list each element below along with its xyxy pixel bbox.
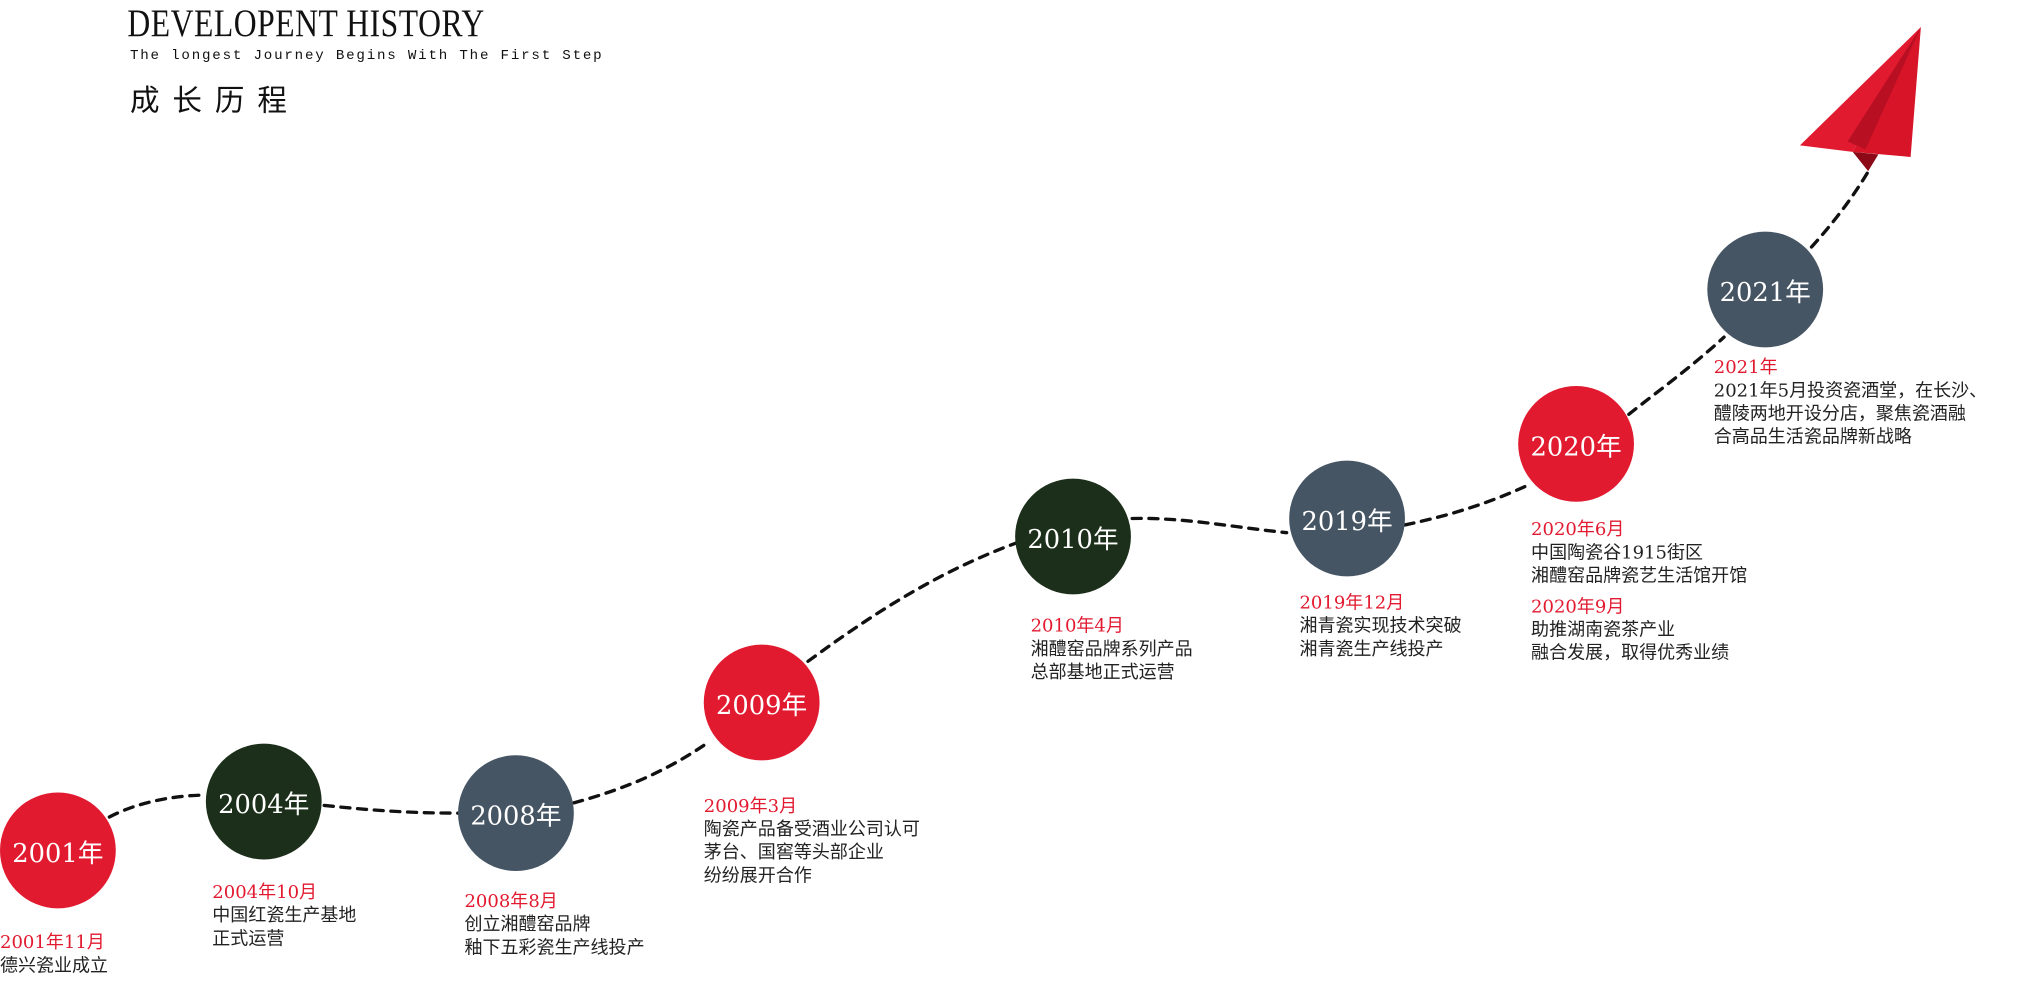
milestone-node-2001: 2001年 bbox=[0, 792, 116, 909]
node-year-label: 2008年 bbox=[470, 799, 562, 831]
plane-fold bbox=[1847, 27, 1921, 150]
entry-line: 2021年5月投资瓷酒堂，在长沙、 bbox=[1713, 380, 1988, 402]
entry-line: 湘醴窑品牌系列产品 bbox=[1030, 639, 1193, 661]
entry-line: 德兴瓷业成立 bbox=[0, 955, 109, 977]
entry-date: 2004年10月 bbox=[212, 882, 318, 904]
entry-line: 中国陶瓷谷1915街区 bbox=[1531, 542, 1703, 564]
entry-date: 2010年4月 bbox=[1030, 616, 1124, 637]
milestone-entry-2010: 2010年4月 湘醴窑品牌系列产品 总部基地正式运营 bbox=[1031, 615, 1193, 684]
entry-date: 2020年9月 bbox=[1531, 596, 1625, 618]
entry-line: 茅台、国窖等头部企业 bbox=[703, 842, 884, 864]
entry-line: 总部基地正式运营 bbox=[1030, 662, 1175, 684]
node-year-label: 2004年 bbox=[218, 788, 310, 819]
entry-date: 2008年8月 bbox=[464, 891, 558, 913]
milestone-node-2004: 2004年 bbox=[205, 743, 322, 860]
entry-line: 湘青瓷实现技术突破 bbox=[1299, 616, 1462, 637]
entry-line: 融合发展，取得优秀业绩 bbox=[1531, 643, 1730, 664]
node-year-label: 2001年 bbox=[12, 836, 104, 868]
entry-date: 2009年3月 bbox=[703, 796, 798, 817]
milestone-entry-2004: 2004年10月 中国红瓷生产基地 正式运营 bbox=[212, 881, 356, 950]
entry-line: 醴陵两地开设分店，聚焦瓷酒融 bbox=[1713, 403, 1966, 425]
milestone-entry-2001: 2001年11月 德兴瓷业成立 bbox=[0, 931, 108, 977]
plane-tail bbox=[1852, 151, 1879, 172]
plane-wing-left bbox=[1799, 27, 1921, 152]
entry-date: 2019年12月 bbox=[1299, 593, 1405, 614]
entry-line: 陶瓷产品备受酒业公司认可 bbox=[703, 819, 920, 841]
milestone-node-2020: 2020年 bbox=[1518, 385, 1634, 502]
title-english: DEVELOPENT HISTORY bbox=[127, 2, 485, 46]
milestone-node-2019: 2019年 bbox=[1289, 460, 1405, 577]
subtitle-english: The longest Journey Begins With The Firs… bbox=[129, 48, 604, 65]
node-year-label: 2010年 bbox=[1027, 523, 1119, 554]
milestone-entry-2009: 2009年3月 陶瓷产品备受酒业公司认可 茅台、国窖等头部企业 纷纷展开合作 bbox=[704, 795, 920, 888]
entry-line: 中国红瓷生产基地 bbox=[212, 905, 357, 927]
entry-line: 釉下五彩瓷生产线投产 bbox=[464, 937, 645, 959]
node-year-label: 2019年 bbox=[1301, 504, 1393, 536]
milestone-node-2021: 2021年 bbox=[1707, 231, 1824, 348]
entry-line: 合高品生活瓷品牌新战略 bbox=[1713, 427, 1912, 448]
entry-date: 2001年11月 bbox=[0, 932, 105, 954]
entry-gap bbox=[1531, 588, 1747, 596]
milestone-entry-2020: 2020年6月 中国陶瓷谷1915街区 湘醴窑品牌瓷艺生活馆开馆 2020年9月… bbox=[1531, 518, 1747, 665]
milestone-entry-2019: 2019年12月 湘青瓷实现技术突破 湘青瓷生产线投产 bbox=[1299, 592, 1461, 661]
entry-date: 2020年6月 bbox=[1531, 519, 1625, 541]
entry-date: 2021年 bbox=[1713, 357, 1778, 379]
milestone-node-2009: 2009年 bbox=[703, 644, 820, 761]
entry-line: 纷纷展开合作 bbox=[703, 865, 812, 887]
paper-plane-icon bbox=[1799, 27, 1921, 172]
entry-line: 湘醴窑品牌瓷艺生活馆开馆 bbox=[1531, 566, 1748, 587]
entry-line: 湘青瓷生产线投产 bbox=[1299, 639, 1444, 661]
node-year-label: 2021年 bbox=[1719, 275, 1811, 307]
entry-line: 正式运营 bbox=[212, 928, 285, 950]
node-year-label: 2009年 bbox=[716, 688, 808, 720]
milestone-entry-2021: 2021年 2021年5月投资瓷酒堂，在长沙、 醴陵两地开设分店，聚焦瓷酒融 合… bbox=[1714, 356, 1987, 449]
entry-line: 创立湘醴窑品牌 bbox=[464, 914, 591, 936]
milestone-node-2008: 2008年 bbox=[458, 755, 574, 872]
milestone-entry-2008: 2008年8月 创立湘醴窑品牌 釉下五彩瓷生产线投产 bbox=[464, 890, 644, 959]
entry-line: 助推湖南瓷茶产业 bbox=[1531, 620, 1676, 641]
title-chinese: 成长历程 bbox=[129, 84, 300, 119]
dashed-connector-path bbox=[107, 165, 1873, 819]
milestone-node-2010: 2010年 bbox=[1015, 478, 1131, 595]
node-year-label: 2020年 bbox=[1530, 430, 1622, 462]
